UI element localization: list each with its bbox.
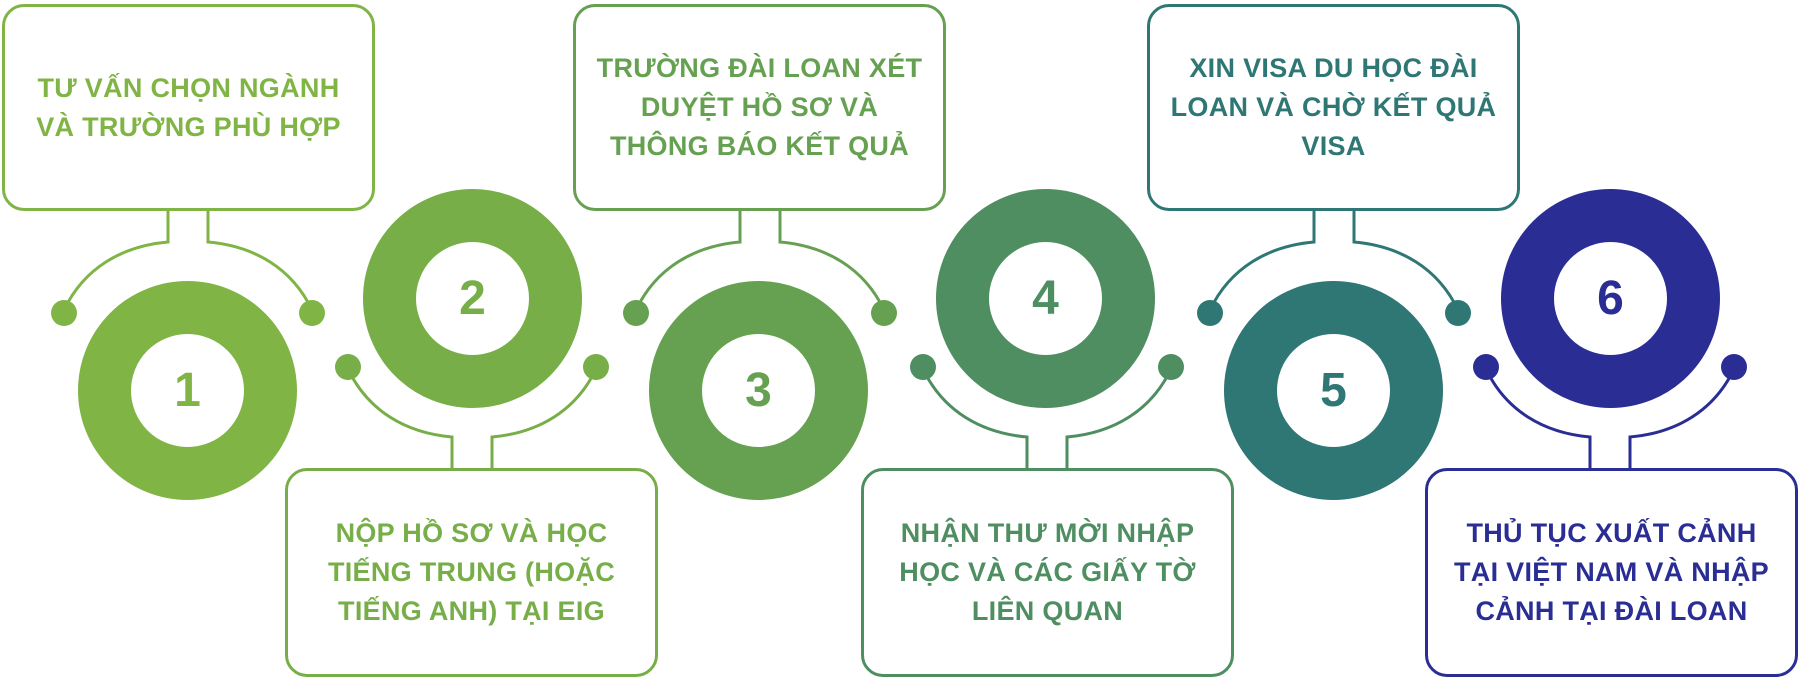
step-6-circle: 6 [1501,189,1720,408]
step-1-number: 1 [174,363,201,417]
step-2-circle: 2 [363,189,582,408]
step-6-number: 6 [1597,271,1624,325]
step-6-text: THỦ TỤC XUẤT CẢNH TẠI VIỆT NAM VÀ NHẬP C… [1453,518,1769,626]
connector-step-6 [1473,354,1747,469]
step-2-text: NỘP HỒ SƠ VÀ HỌC TIẾNG TRUNG (HOẶC TIẾNG… [327,518,616,626]
step-5-text: XIN VISA DU HỌC ĐÀI LOAN VÀ CHỜ KẾT QUẢ … [1170,53,1497,161]
step-4-text: NHẬN THƯ MỜI NHẬP HỌC VÀ CÁC GIẤY TỜ LIÊ… [899,518,1196,626]
step-3-circle: 3 [649,281,868,500]
connector-step-2 [335,354,609,469]
connector-step-1 [51,210,325,326]
step-3-text: TRƯỜNG ĐÀI LOAN XÉT DUYỆT HỒ SƠ VÀ THÔNG… [596,53,923,161]
step-2-number: 2 [459,271,486,325]
step-1-circle: 1 [78,281,297,500]
step-5-number: 5 [1320,363,1347,417]
step-5-box: XIN VISA DU HỌC ĐÀI LOAN VÀ CHỜ KẾT QUẢ … [1147,4,1520,211]
step-1-text: TƯ VẤN CHỌN NGÀNH VÀ TRƯỜNG PHÙ HỢP [36,72,341,142]
step-3-number: 3 [745,363,772,417]
step-4-number: 4 [1032,271,1059,325]
connector-step-3 [623,210,897,326]
step-2-box: NỘP HỒ SƠ VÀ HỌC TIẾNG TRUNG (HOẶC TIẾNG… [285,468,658,677]
connector-step-5 [1197,210,1471,326]
step-3-box: TRƯỜNG ĐÀI LOAN XÉT DUYỆT HỒ SƠ VÀ THÔNG… [573,4,946,211]
connector-step-4 [910,354,1184,469]
step-4-circle: 4 [936,189,1155,408]
step-4-box: NHẬN THƯ MỜI NHẬP HỌC VÀ CÁC GIẤY TỜ LIÊ… [861,468,1234,677]
step-6-box: THỦ TỤC XUẤT CẢNH TẠI VIỆT NAM VÀ NHẬP C… [1425,468,1798,677]
step-5-circle: 5 [1224,281,1443,500]
step-1-box: TƯ VẤN CHỌN NGÀNH VÀ TRƯỜNG PHÙ HỢP [2,4,375,211]
